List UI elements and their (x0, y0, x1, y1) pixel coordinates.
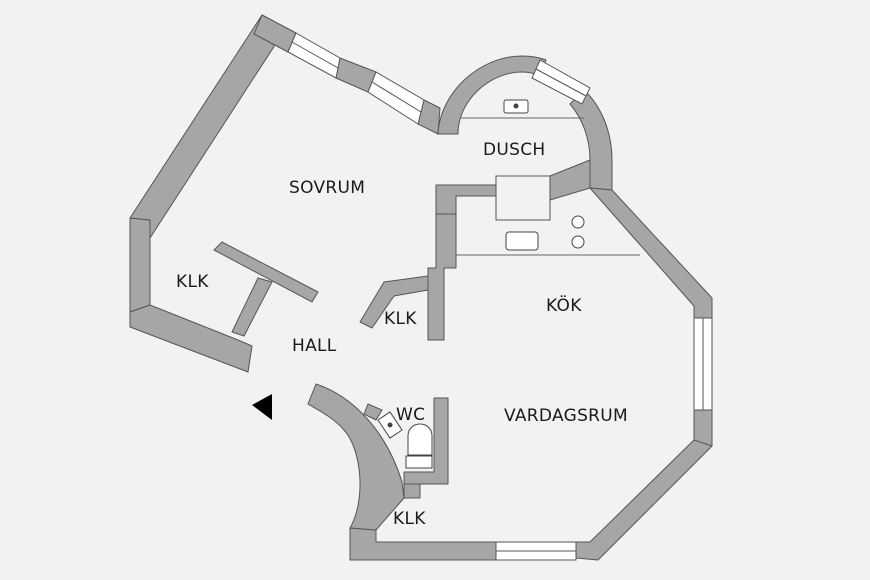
wall-klk-bottom-side (403, 483, 421, 499)
toilet-tank (405, 455, 433, 469)
windows (287, 32, 713, 561)
label-vardagsrum: VARDAGSRUM (504, 406, 628, 426)
wall-klk-hall (359, 275, 429, 329)
kitchen-sink (505, 231, 539, 251)
toilet-bowl (407, 423, 433, 456)
wall-left (129, 217, 151, 313)
label-kok: KÖK (546, 294, 582, 316)
fridge (495, 175, 551, 221)
wall-kitchen-left (427, 213, 457, 341)
stove-burner-2 (571, 235, 585, 249)
wall-bottom-left (129, 304, 253, 373)
room-labels: SOVRUM DUSCH KLK KLK HALL KÖK WC VARDAGS… (176, 140, 628, 529)
wall-entrance-curve (307, 383, 405, 531)
label-sovrum: SOVRUM (289, 178, 365, 198)
wall-wc-top (363, 403, 383, 421)
entrance-arrow-icon (252, 394, 272, 420)
window-top-1 (287, 32, 341, 79)
label-hall: HALL (292, 336, 337, 356)
hall-partition (213, 241, 319, 337)
label-klk-bedroom: KLK (176, 272, 209, 292)
label-wc: WC (396, 405, 425, 425)
fixtures (377, 99, 640, 469)
window-top-2 (367, 71, 425, 125)
wall-top-left (129, 14, 287, 239)
label-klk-bottom: KLK (393, 509, 426, 529)
walls (129, 14, 713, 561)
stove-burner-1 (571, 215, 585, 229)
label-klk-hall: KLK (384, 309, 417, 329)
label-dusch: DUSCH (483, 140, 545, 160)
